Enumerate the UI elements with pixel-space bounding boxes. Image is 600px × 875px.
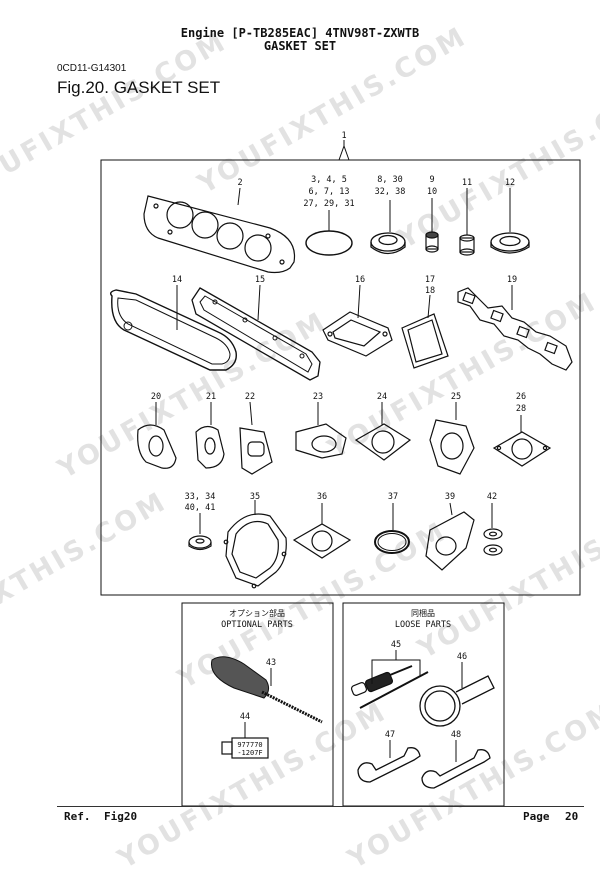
callout-label: 46 — [457, 652, 467, 662]
main-frame — [100, 159, 581, 596]
loose-parts-title: LOOSE PARTS — [395, 620, 451, 630]
gasket-23 — [295, 423, 347, 459]
callout-label: 2 — [237, 178, 242, 188]
sealant-tube — [221, 737, 269, 759]
callout-label: 37 — [388, 492, 398, 502]
callout-label: 17 — [425, 275, 435, 285]
optional-parts-title-jp: オプション部品 — [229, 608, 285, 618]
cleaning-brush — [210, 656, 323, 724]
callout-label: 3, 4, 5 — [311, 175, 347, 185]
washer-42 — [483, 528, 503, 556]
cover-gasket — [401, 313, 449, 369]
pin-tool — [359, 671, 429, 709]
callout-label: 28 — [516, 404, 526, 414]
callout-label: 22 — [245, 392, 255, 402]
callout-label: 24 — [377, 392, 387, 402]
gasket-26 — [492, 431, 552, 467]
callout-label: 32, 38 — [375, 187, 406, 197]
gasket-22 — [239, 427, 273, 475]
o-ring-37 — [374, 530, 410, 554]
gasket-24 — [354, 423, 412, 461]
parts-diagram: 1 2 3, 4, 5 6, 7, 13 27, 29, 31 8, 30 32… — [100, 131, 581, 807]
footer-page-number: 20 — [565, 810, 579, 823]
callout-label: 1 — [341, 131, 346, 141]
callout-label: 16 — [355, 275, 365, 285]
gasket-36 — [292, 523, 352, 559]
optional-parts-box — [181, 602, 334, 807]
callout-label: 47 — [385, 730, 395, 740]
gasket-20 — [137, 424, 177, 469]
gasket-25 — [429, 419, 475, 475]
footer-figure: Fig20 — [104, 810, 138, 823]
bushing — [459, 234, 475, 256]
gasket-21 — [195, 425, 225, 469]
callout-label: 21 — [206, 392, 216, 402]
flange-gasket — [322, 311, 393, 357]
callout-label: 23 — [313, 392, 323, 402]
exhaust-manifold-gasket — [457, 287, 573, 371]
callout-label: 8, 30 — [377, 175, 403, 185]
callout-label: 39 — [445, 492, 455, 502]
callout-label: 14 — [172, 275, 182, 285]
oil-seal — [490, 232, 530, 254]
manifold-gasket — [191, 287, 321, 381]
seal-washer-33 — [188, 535, 212, 551]
optional-parts-title: OPTIONAL PARTS — [221, 620, 293, 630]
leader-line — [338, 144, 350, 161]
spanner-47 — [357, 747, 421, 783]
document-id: 0CD11-G14301 — [57, 63, 127, 74]
callout-label: 44 — [240, 712, 250, 722]
callout-label: 45 — [391, 640, 401, 650]
seal-ring — [370, 232, 406, 255]
screwdriver — [350, 665, 413, 696]
figure-title: Fig.20. GASKET SET — [57, 78, 221, 97]
callout-label: 25 — [451, 392, 461, 402]
callout-label: 35 — [250, 492, 260, 502]
callout-label: 20 — [151, 392, 161, 402]
callout-label: 40, 41 — [185, 503, 216, 513]
filter-wrench — [419, 675, 495, 727]
callout-label: 42 — [487, 492, 497, 502]
loose-parts-title-jp: 同梱品 — [411, 608, 435, 618]
callout-label: 26 — [516, 392, 526, 402]
callout-label: 12 — [505, 178, 515, 188]
callout-label: 18 — [425, 286, 435, 296]
valve-stem-seal — [425, 231, 439, 253]
spanner-48 — [421, 749, 491, 789]
callout-label: 15 — [255, 275, 265, 285]
document-header: Engine [P-TB285EAC] 4TNV98T-ZXWTB — [180, 26, 420, 40]
footer-divider — [57, 806, 584, 807]
document-subheader: GASKET SET — [263, 39, 337, 53]
head-gasket — [143, 195, 296, 274]
callout-label: 10 — [427, 187, 437, 197]
callout-label: 43 — [266, 658, 276, 668]
footer-ref-label: Ref. — [64, 810, 91, 823]
water-pump-gasket — [223, 513, 287, 589]
callout-label: 9 — [429, 175, 434, 185]
gasket-39 — [425, 511, 475, 571]
callout-label: 48 — [451, 730, 461, 740]
callout-label: 36 — [317, 492, 327, 502]
callout-label: 6, 7, 13 — [309, 187, 350, 197]
callout-label: 33, 34 — [185, 492, 216, 502]
callout-label: 19 — [507, 275, 517, 285]
valve-cover-gasket — [109, 289, 237, 371]
o-ring — [305, 230, 353, 256]
callout-label: 27, 29, 31 — [303, 199, 354, 209]
tube-label-line2: -1207F — [237, 749, 262, 757]
tube-label-line1: 977770 — [237, 741, 262, 749]
footer-page-label: Page — [523, 810, 550, 823]
callout-label: 11 — [462, 178, 472, 188]
